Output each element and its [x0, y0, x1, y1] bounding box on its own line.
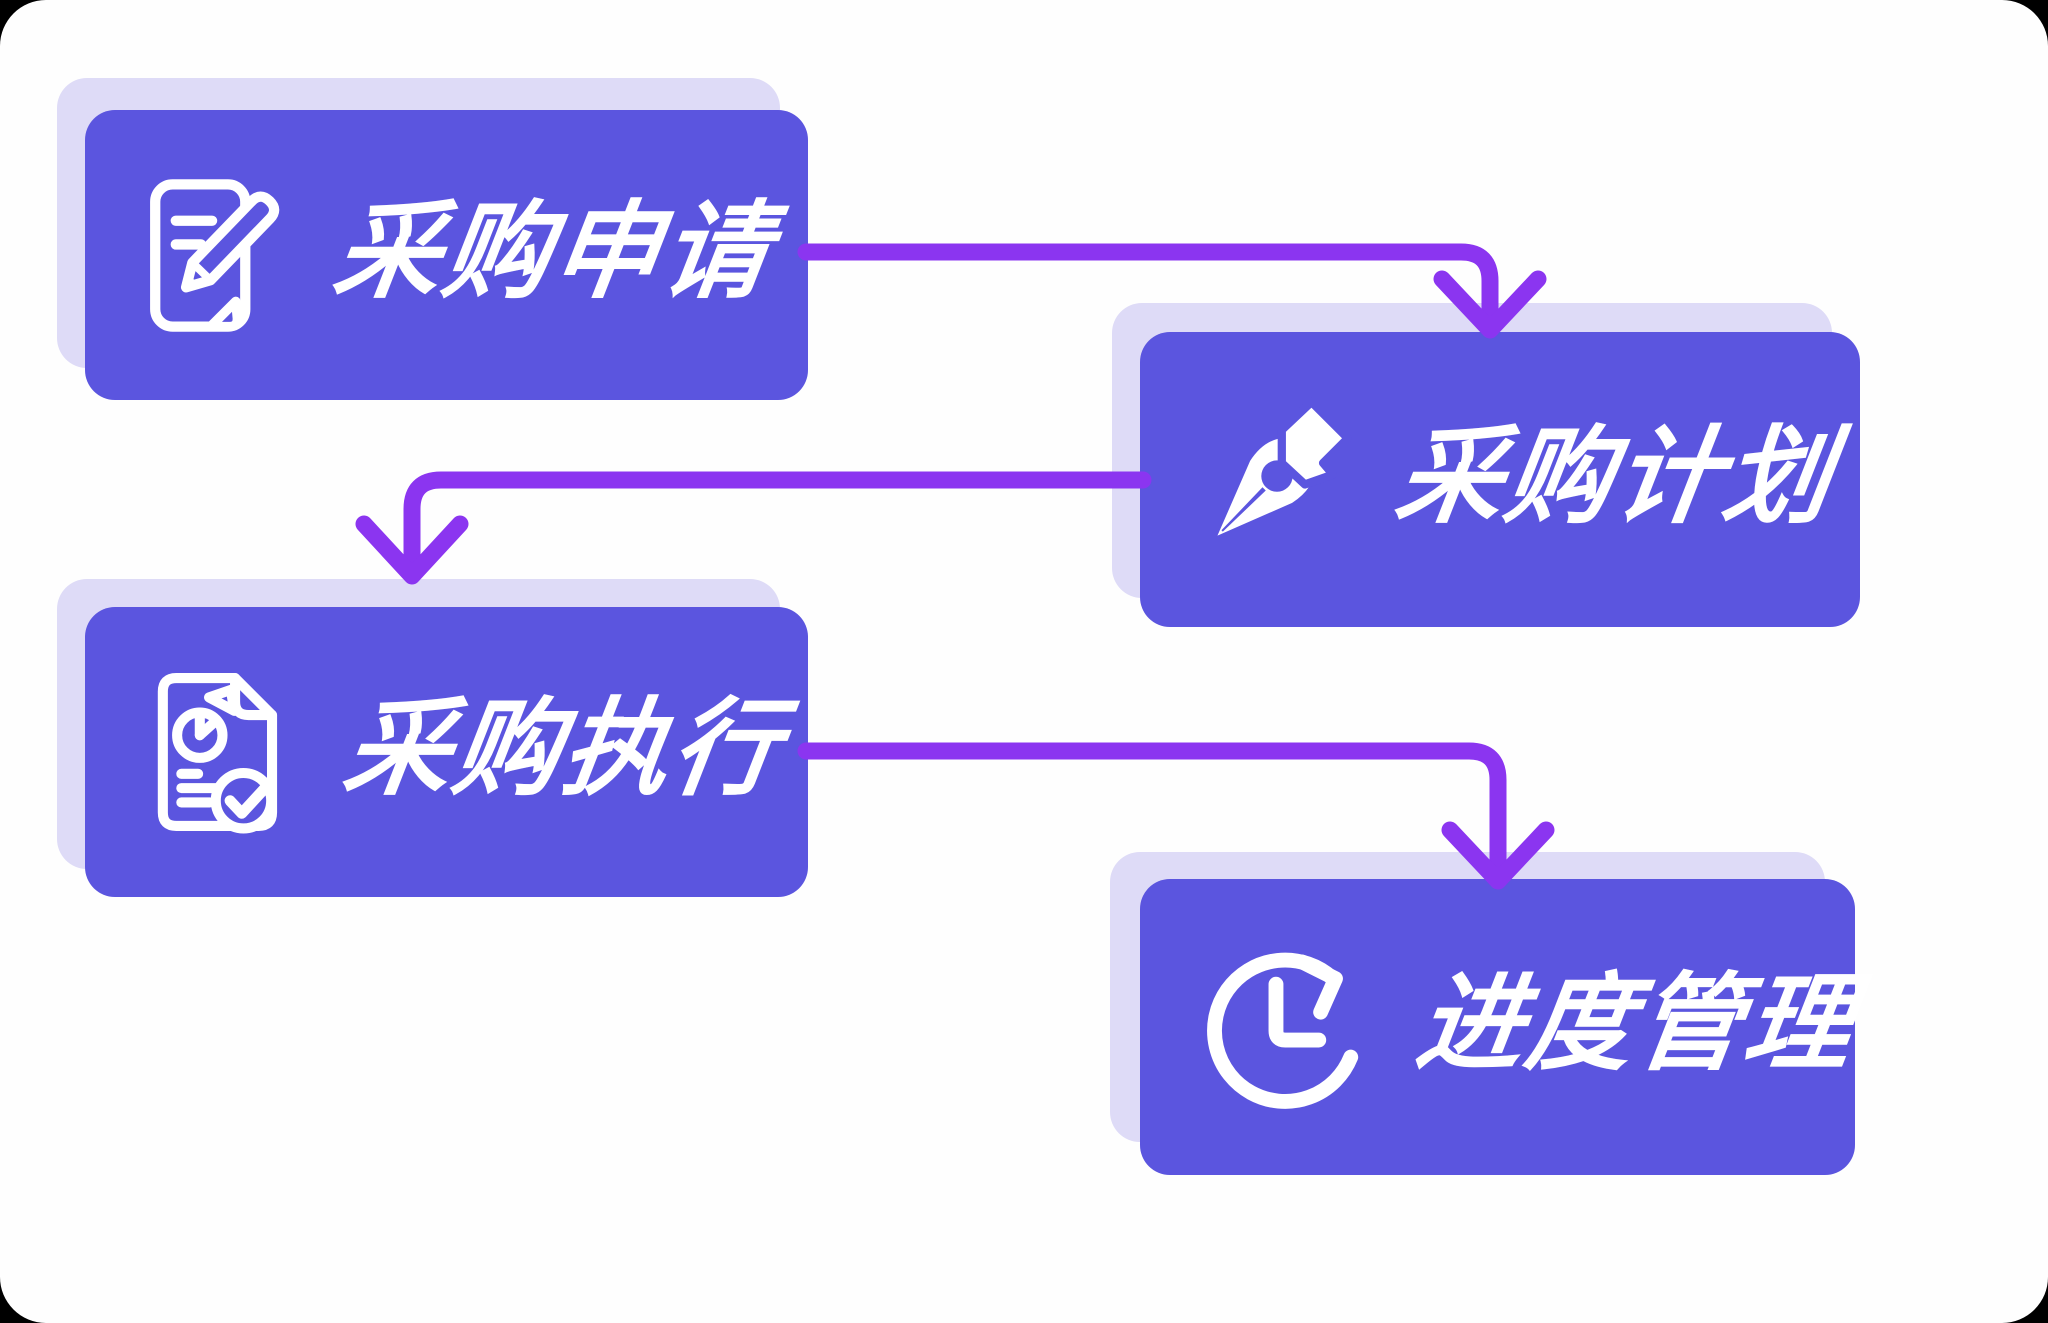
- step-card-purchase-plan: 采购计划: [1140, 332, 1860, 627]
- clock-refresh-icon: [1207, 952, 1359, 1109]
- step-card-progress-management: 进度管理: [1140, 879, 1863, 1175]
- step-label-purchase-plan: 采购计划: [1389, 417, 1842, 536]
- connector-arrow-plan-to-execution: [355, 471, 1152, 585]
- document-pencil-icon: [150, 178, 280, 332]
- step-card-purchase-execution: 采购执行: [85, 607, 808, 897]
- step-label-purchase-execution: 采购执行: [337, 690, 790, 808]
- step-label-purchase-request: 采购申请: [327, 193, 780, 311]
- step-label-progress-management: 进度管理: [1410, 965, 1863, 1083]
- pen-nib-icon: [1217, 397, 1352, 536]
- step-card-purchase-request: 采购申请: [85, 110, 808, 400]
- report-check-icon: [157, 673, 278, 834]
